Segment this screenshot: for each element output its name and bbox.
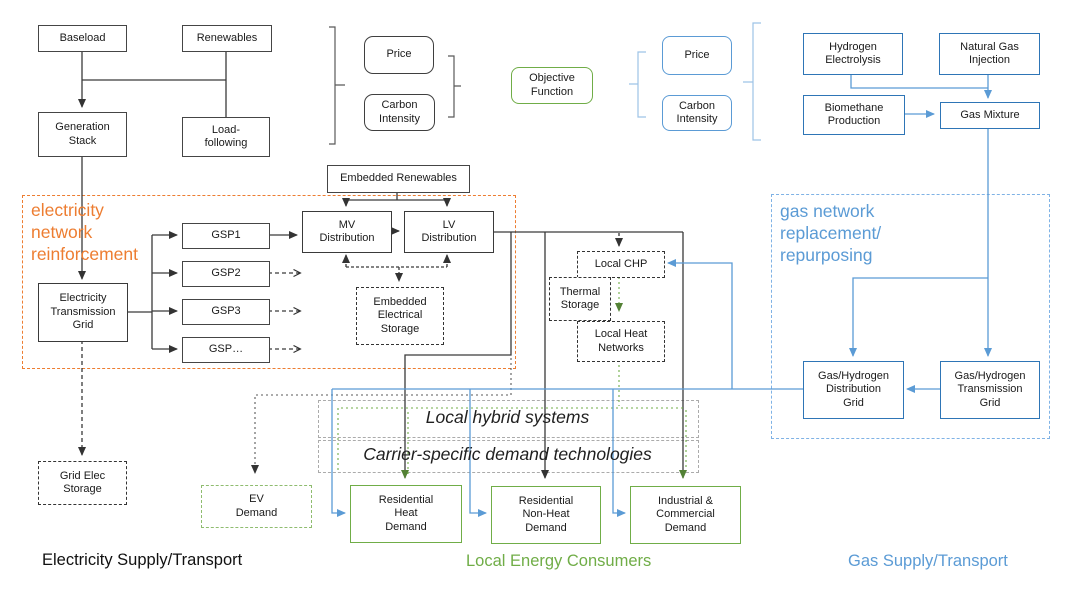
node-gsp1: GSP1	[182, 223, 270, 249]
carrier-specific-demand-label: Carrier-specific demand technologies	[363, 444, 652, 464]
node-gas-hydrogen-distribution-grid: Gas/Hydrogen Distribution Grid	[803, 361, 904, 419]
gas-supply-transport-label: Gas Supply/Transport	[848, 552, 1008, 570]
node-embedded-electrical-storage: Embedded Electrical Storage	[356, 287, 444, 345]
node-price-electricity: Price	[364, 36, 434, 74]
node-gas-hydrogen-transmission-grid: Gas/Hydrogen Transmission Grid	[940, 361, 1040, 419]
node-gas-mixture: Gas Mixture	[940, 102, 1040, 129]
node-hydrogen-electrolysis: Hydrogen Electrolysis	[803, 33, 903, 75]
node-biomethane-production: Biomethane Production	[803, 95, 905, 135]
gas-network-replacement-region	[771, 194, 1050, 439]
node-generation-stack: Generation Stack	[38, 112, 127, 157]
electricity-network-reinforcement-region	[22, 195, 516, 369]
node-carbon-intensity-gas: Carbon Intensity	[662, 95, 732, 131]
node-residential-non-heat-demand: Residential Non-Heat Demand	[491, 486, 601, 544]
node-local-heat-networks: Local Heat Networks	[577, 321, 665, 362]
node-residential-heat-demand: Residential Heat Demand	[350, 485, 462, 543]
electricity-supply-transport-label: Electricity Supply/Transport	[42, 551, 243, 569]
node-lv-distribution: LV Distribution	[404, 211, 494, 253]
node-price-gas: Price	[662, 36, 732, 75]
node-natural-gas-injection: Natural Gas Injection	[939, 33, 1040, 75]
node-baseload: Baseload	[38, 25, 127, 52]
electricity-network-reinforcement-label: electricity network reinforcement	[31, 200, 138, 264]
local-energy-consumers-label: Local Energy Consumers	[466, 552, 652, 570]
node-gsp-more: GSP…	[182, 337, 270, 363]
bracket-electricity	[329, 26, 461, 145]
local-hybrid-systems-label: Local hybrid systems	[425, 407, 590, 427]
node-carbon-intensity-electricity: Carbon Intensity	[364, 94, 435, 131]
bracket-gas	[629, 22, 761, 141]
node-grid-elec-storage: Grid Elec Storage	[38, 461, 127, 505]
node-gsp3: GSP3	[182, 299, 270, 325]
node-embedded-renewables: Embedded Renewables	[327, 165, 470, 193]
local-hybrid-systems-region	[318, 400, 699, 438]
node-mv-distribution: MV Distribution	[302, 211, 392, 253]
node-ev-demand: EV Demand	[201, 485, 312, 528]
node-thermal-storage: Thermal Storage	[549, 277, 611, 321]
node-gsp2: GSP2	[182, 261, 270, 287]
node-local-chp: Local CHP	[577, 251, 665, 278]
node-load-following: Load- following	[182, 117, 270, 157]
node-electricity-transmission-grid: Electricity Transmission Grid	[38, 283, 128, 342]
node-renewables: Renewables	[182, 25, 272, 52]
node-industrial-commercial-demand: Industrial & Commercial Demand	[630, 486, 741, 544]
carrier-specific-demand-region	[318, 440, 699, 473]
node-objective-function: Objective Function	[511, 67, 593, 104]
gas-network-replacement-label: gas network replacement/ repurposing	[780, 201, 882, 265]
